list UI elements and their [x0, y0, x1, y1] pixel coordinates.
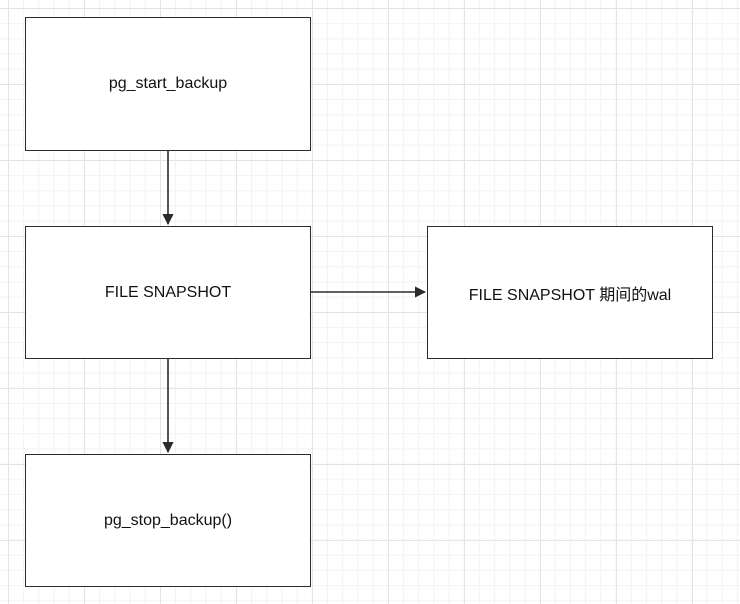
node-label: pg_start_backup: [108, 75, 228, 92]
node-label: pg_stop_backup(): [103, 511, 233, 529]
node-label: FILE SNAPSHOT 期间的wal: [468, 286, 672, 304]
node-file-snapshot-wal[interactable]: FILE SNAPSHOT 期间的wal: [427, 226, 713, 359]
node-pg-start-backup[interactable]: pg_start_backup: [25, 17, 311, 151]
node-label: FILE SNAPSHOT: [104, 283, 232, 301]
node-pg-stop-backup[interactable]: pg_stop_backup(): [25, 454, 311, 587]
node-file-snapshot[interactable]: FILE SNAPSHOT: [25, 226, 311, 359]
